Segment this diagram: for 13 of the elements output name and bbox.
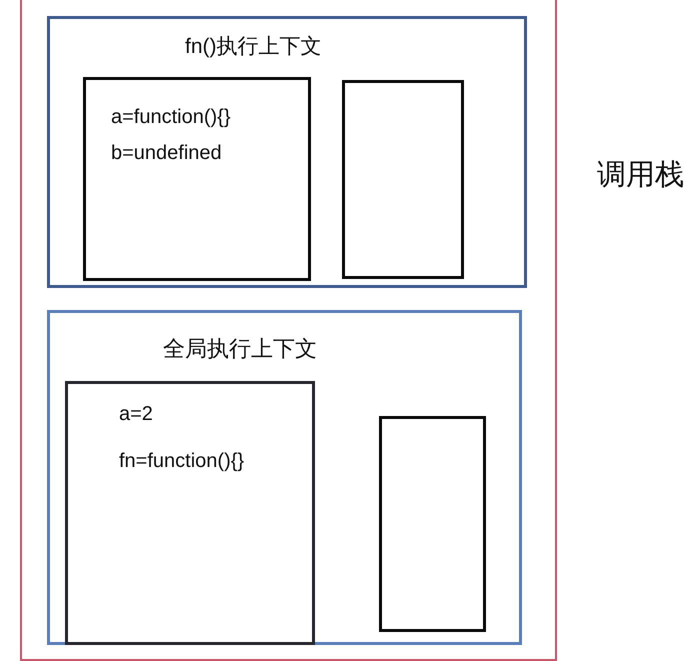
context-title: 全局执行上下文 <box>163 336 317 362</box>
empty-box <box>342 80 464 279</box>
context-title: fn()执行上下文 <box>185 35 322 60</box>
variable-text: a=function(){} <box>111 106 231 129</box>
variable-text: b=undefined <box>111 142 222 165</box>
variable-box <box>83 77 311 281</box>
stack-label: 调用栈 <box>597 159 684 192</box>
variable-text: fn=function(){} <box>119 450 244 473</box>
variable-text: a=2 <box>119 403 153 426</box>
context-box <box>47 16 527 288</box>
context-box <box>47 310 522 645</box>
empty-box <box>379 416 486 632</box>
variable-box <box>65 381 315 645</box>
